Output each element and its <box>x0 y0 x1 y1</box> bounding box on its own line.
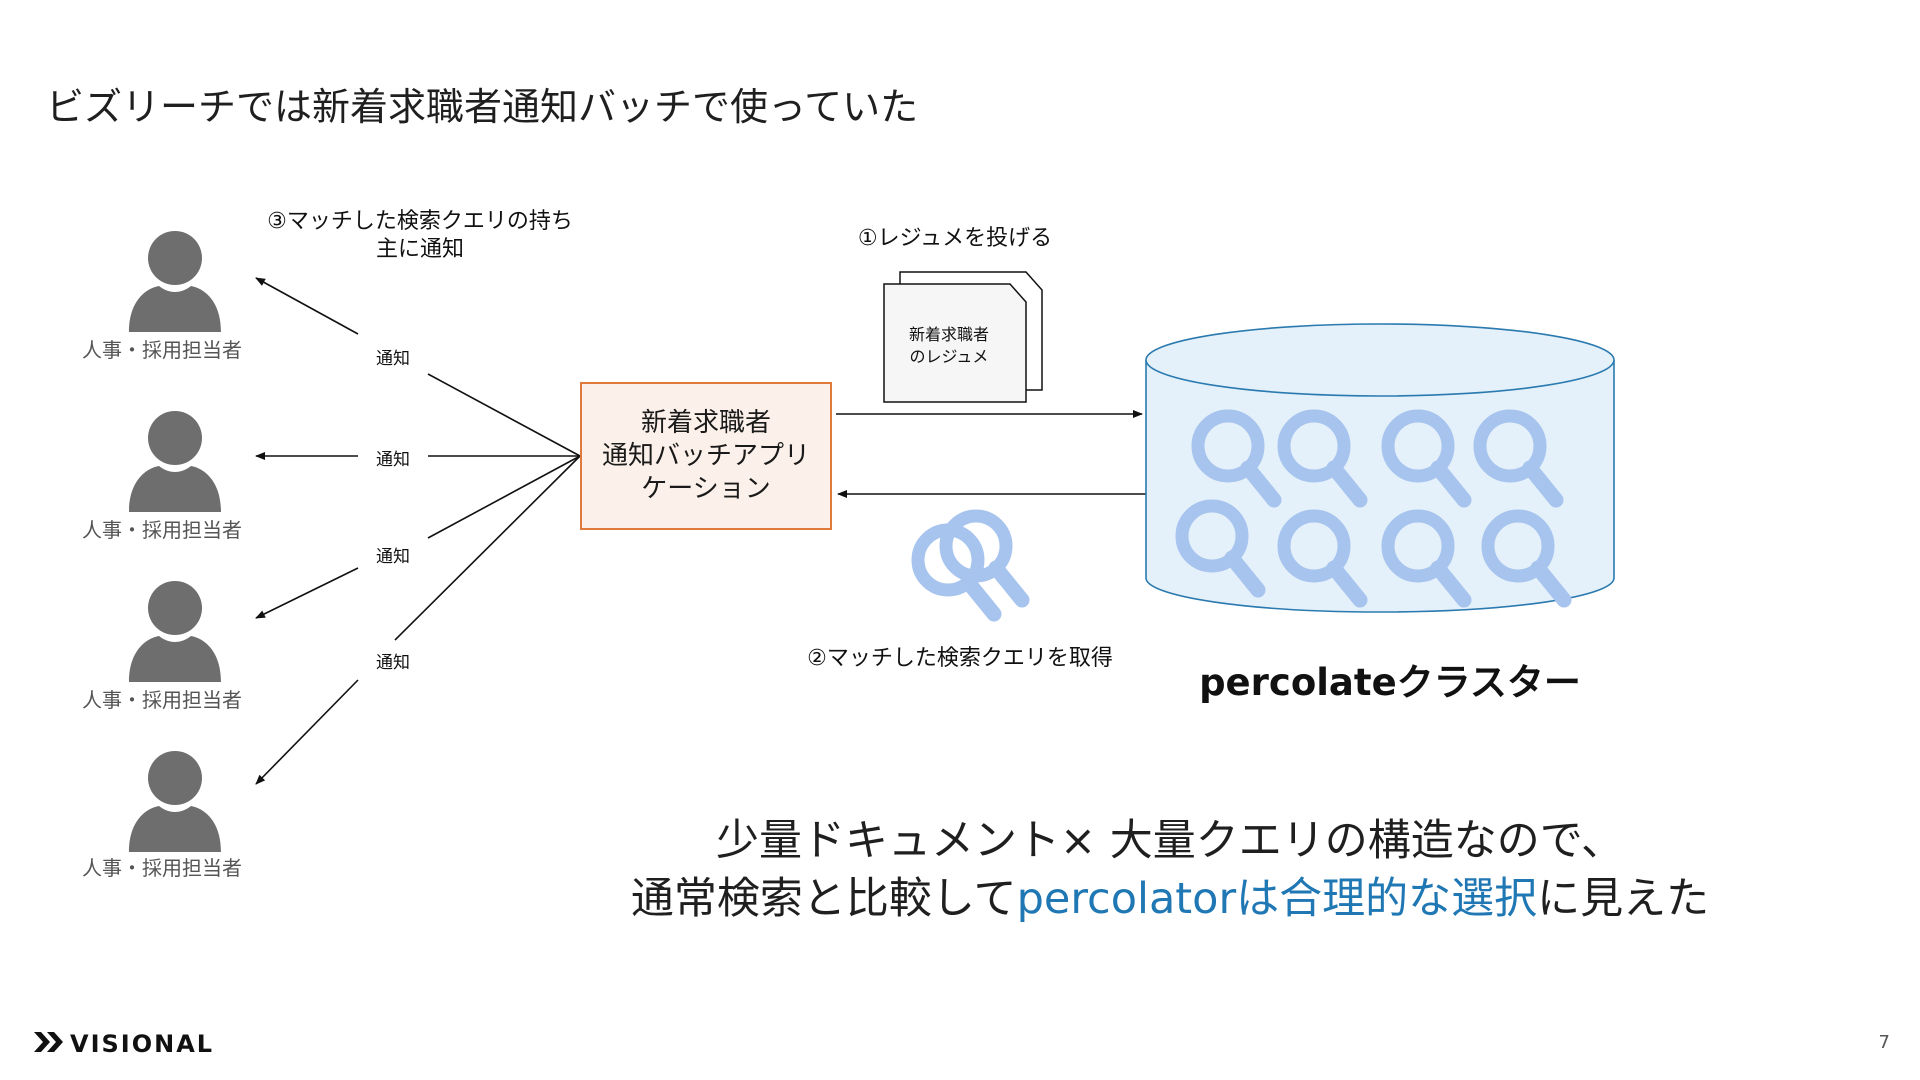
page-number: 7 <box>1878 1032 1890 1053</box>
person-icon <box>129 751 221 852</box>
person-label: 人事・採用担当者 <box>82 518 242 542</box>
step1-label: ①レジュメを投げる <box>857 226 1053 251</box>
notify-arrow <box>255 679 359 785</box>
notify-label: 通知 <box>376 349 410 369</box>
fan-line <box>427 373 581 457</box>
person-icon <box>129 231 221 332</box>
person-icon <box>129 411 221 512</box>
person-label: 人事・採用担当者 <box>82 688 242 712</box>
notify-arrow <box>255 277 359 335</box>
conclusion-line1: 少量ドキュメント× 大量クエリの構造なので、 <box>716 816 1624 866</box>
fan-line <box>394 455 581 641</box>
resume-document-stack <box>883 271 1043 403</box>
conclusion-line2: 通常検索と比較してpercolatorは合理的な選択に見えた <box>420 870 1920 928</box>
slide-title: ビズリーチでは新着求職者通知バッチで使っていた <box>46 85 919 129</box>
notify-arrow <box>255 567 359 619</box>
resume-document-label: 新着求職者 のレジュメ <box>908 325 989 366</box>
notify-label: 通知 <box>376 547 410 567</box>
conclusion-line2-post: に見えた <box>1537 874 1710 924</box>
visional-logo: VISIONAL <box>34 1030 214 1058</box>
step3-label: ③マッチした検索クエリの持ち 主に通知 <box>267 209 573 262</box>
percolate-cluster-label: percolateクラスター <box>1199 661 1581 704</box>
notify-label: 通知 <box>376 653 410 673</box>
double-chevron-logo-icon <box>34 1032 63 1052</box>
batch-application-label: 新着求職者 通知バッチアプリ ケーション <box>601 407 810 504</box>
fan-line <box>427 455 581 539</box>
person-label: 人事・採用担当者 <box>82 338 242 362</box>
step2-label: ②マッチした検索クエリを取得 <box>807 646 1113 671</box>
person-icon <box>129 581 221 682</box>
notify-label: 通知 <box>376 450 410 470</box>
person-label: 人事・採用担当者 <box>82 856 242 880</box>
conclusion-line2-pre: 通常検索と比較して <box>630 874 1017 924</box>
conclusion-text: 少量ドキュメント× 大量クエリの構造なので、 通常検索と比較してpercolat… <box>420 812 1920 928</box>
logo-text: VISIONAL <box>70 1030 215 1058</box>
conclusion-highlight: percolatorは合理的な選択 <box>1016 874 1538 924</box>
batch-application-box: 新着求職者 通知バッチアプリ ケーション <box>580 382 832 530</box>
